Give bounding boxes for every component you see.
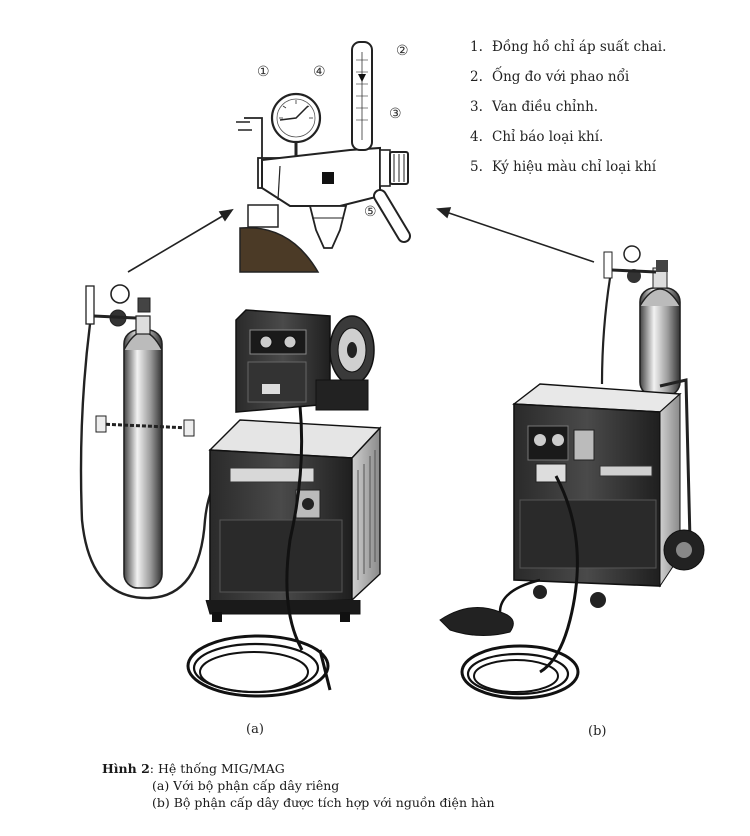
welding-machine-a	[186, 309, 382, 698]
sublabel-b: (b)	[588, 724, 607, 739]
callout-3: ③	[389, 106, 402, 122]
legend-item: 2.Ống đo với phao nổi	[470, 69, 630, 85]
callout-2: ②	[396, 43, 409, 59]
sublabel-a: (a)	[246, 722, 264, 737]
gas-cylinder-a	[79, 284, 246, 600]
callout-numbers: ① ② ③ ④ ⑤	[257, 43, 409, 220]
component-legend: 1.Đồng hồ chỉ áp suất chai. 2.Ống đo với…	[470, 32, 745, 182]
legend-item: 4.Chỉ báo loại khí.	[470, 129, 604, 145]
welding-machine-b	[439, 245, 705, 700]
connector-arrows	[127, 207, 595, 273]
figure-label: Hình 2	[102, 761, 150, 776]
legend-item: 5.Ký hiệu màu chỉ loại khí	[470, 159, 657, 175]
figure-title: Hình 2: Hệ thống MIG/MAG	[102, 761, 285, 776]
regulator-detail	[236, 41, 411, 273]
caption-line-b: (b) Bộ phận cấp dây được tích hợp với ng…	[152, 795, 495, 810]
figure-caption: Hình 2: Hệ thống MIG/MAG (a) Với bộ phận…	[102, 760, 702, 811]
callout-4: ④	[313, 64, 326, 80]
callout-5: ⑤	[364, 204, 377, 220]
caption-line-a: (a) Với bộ phận cấp dây riêng	[152, 778, 340, 793]
callout-1: ①	[257, 64, 270, 80]
legend-item: 1.Đồng hồ chỉ áp suất chai.	[470, 39, 667, 55]
legend-item: 3.Van điều chỉnh.	[470, 99, 599, 115]
